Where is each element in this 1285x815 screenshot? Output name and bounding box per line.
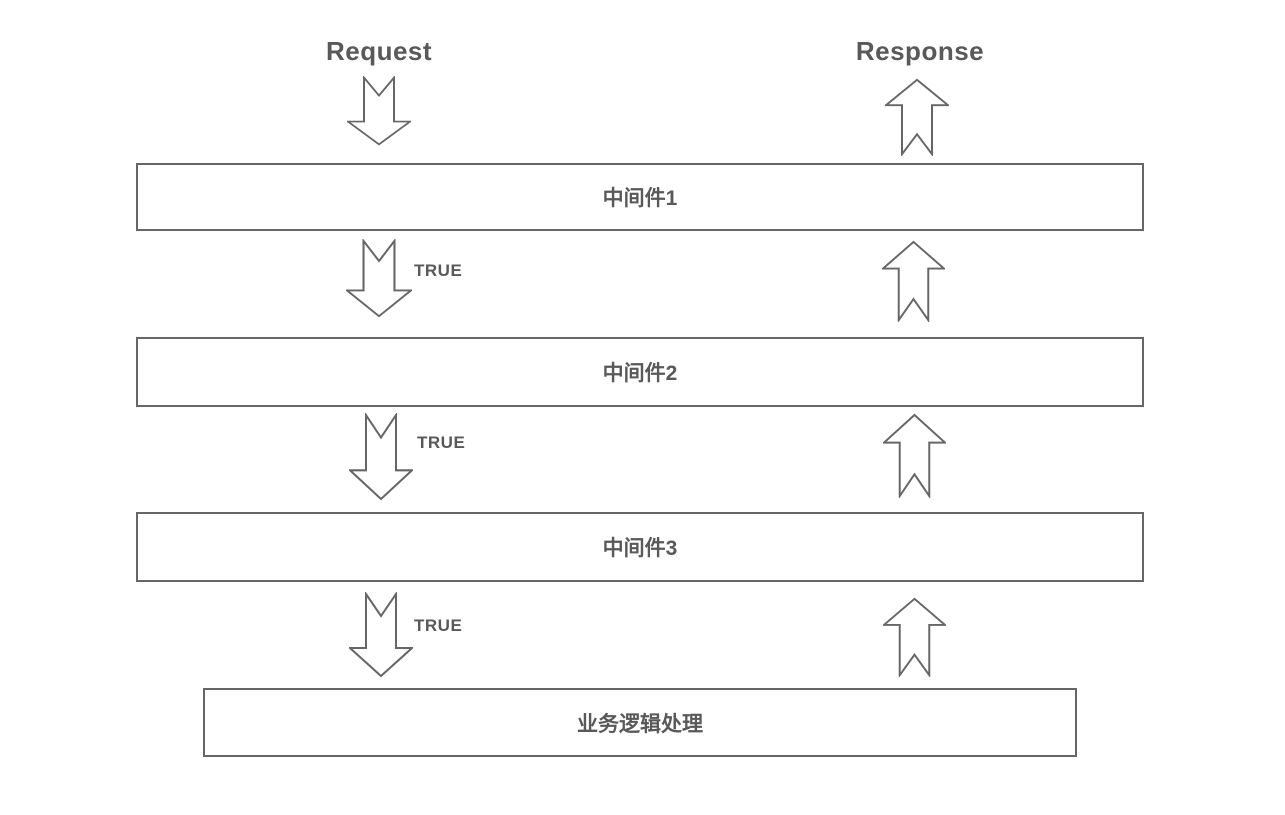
true-label-3: TRUE	[414, 616, 463, 635]
middleware-2-box: 中间件2	[136, 337, 1144, 407]
middleware-3-label: 中间件3	[602, 537, 678, 560]
response-up-arrow-icon	[885, 78, 949, 156]
response-label: Response	[855, 36, 985, 66]
request-down-arrow-icon	[347, 76, 411, 146]
up-arrow-2-icon	[883, 413, 946, 498]
down-arrow-1-icon	[346, 239, 412, 318]
true-label-2: TRUE	[417, 433, 466, 452]
middleware-2-label: 中间件2	[602, 362, 678, 385]
middleware-1-label: 中间件1	[602, 187, 678, 210]
up-arrow-3-icon	[883, 597, 946, 677]
request-label: Request	[325, 36, 433, 66]
down-arrow-3-icon	[349, 592, 413, 678]
true-label-1: TRUE	[414, 261, 463, 280]
business-logic-box: 业务逻辑处理	[203, 688, 1077, 757]
middleware-3-box: 中间件3	[136, 512, 1144, 582]
business-logic-label: 业务逻辑处理	[577, 712, 703, 736]
down-arrow-2-icon	[349, 413, 413, 501]
middleware-1-box: 中间件1	[136, 163, 1144, 231]
up-arrow-1-icon	[882, 240, 945, 322]
